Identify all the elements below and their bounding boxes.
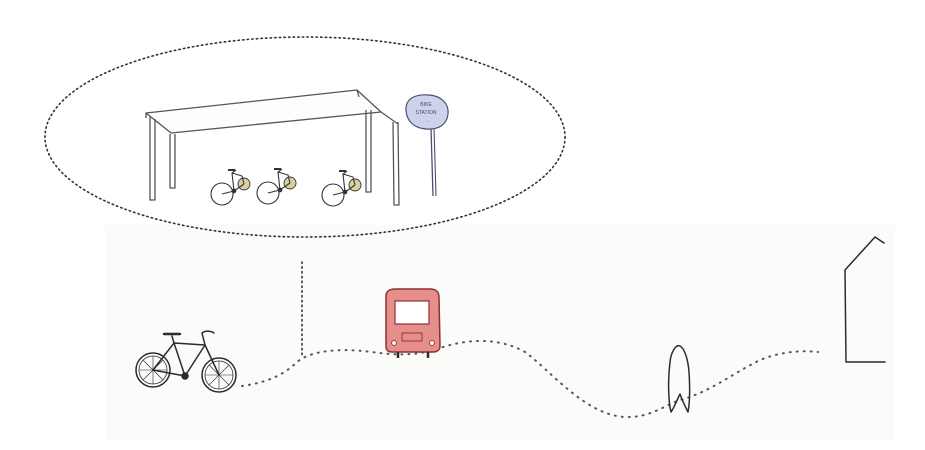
bus-headlight-right [430,341,435,346]
sign-pole [431,128,433,196]
bike-chainring [182,373,188,379]
shelter-post [393,122,399,205]
bike-station-sign: BIKE STATION → [406,95,448,196]
bus-windshield [395,301,429,324]
thought-bubble-outline [45,37,565,237]
shelter-post [150,117,155,200]
shelter-post [366,110,371,192]
bus-headlight-left [392,341,397,346]
bike-shelter [146,90,399,205]
shelter-post [170,134,175,188]
shelter-roof [146,90,381,133]
parked-bike-icon [211,170,250,205]
sign-text-line3: → [425,118,430,124]
paper-backdrop [105,225,895,440]
bus-icon [386,289,440,358]
parked-bike-icon [257,169,296,204]
parked-bikes-group [211,169,361,206]
parked-bike-icon [322,171,361,206]
sign-text-line1: BIKE [420,102,432,108]
sign-text-line2: STATION [416,110,437,116]
